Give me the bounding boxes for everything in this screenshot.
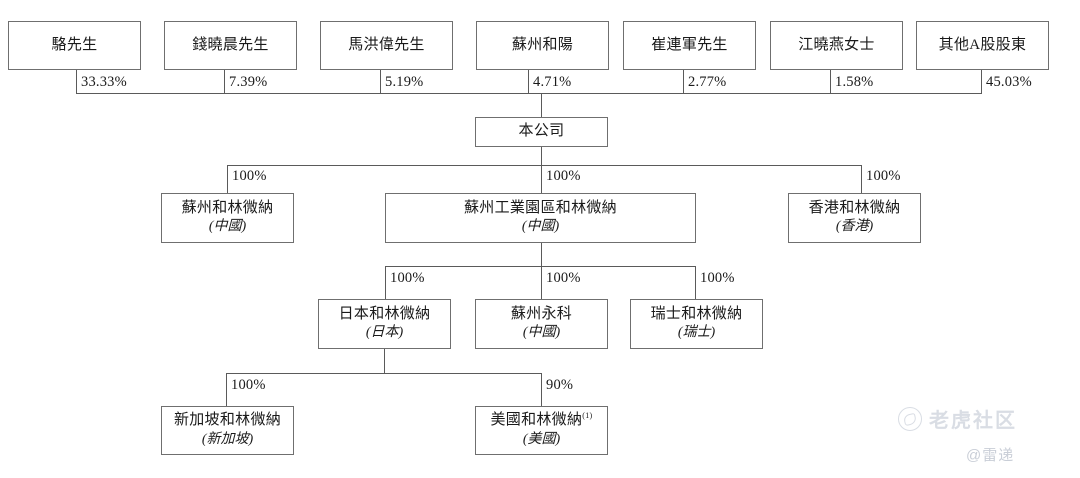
shareholder-box-1: 錢曉晨先生 (164, 21, 297, 70)
level2-name: 蘇州工業園區和林微納 (463, 199, 617, 216)
level3-bus-line (385, 266, 696, 267)
company-name: 本公司 (518, 123, 565, 140)
level3-name: 瑞士和林微納 (650, 305, 743, 322)
connector-company-to-level2-bus (541, 147, 542, 166)
company-box: 本公司 (475, 117, 608, 147)
level3-location: (中國) (522, 325, 561, 341)
shareholder-name: 江曉燕女士 (798, 36, 875, 53)
connector-shareholder-5 (830, 70, 831, 93)
level3-box-1: 蘇州永科 (中國) (475, 299, 608, 349)
connector-shareholder-0 (76, 70, 77, 93)
connector-level2b-to-level3-bus (541, 243, 542, 267)
level3-box-0: 日本和林微納 (日本) (318, 299, 451, 349)
percent-label-level3-0: 100% (390, 270, 425, 286)
percent-label-level3-2: 100% (700, 270, 735, 286)
percent-label-shareholder-2: 5.19% (385, 74, 424, 90)
level3-location: (日本) (365, 325, 404, 341)
connector-shareholder-3 (528, 70, 529, 93)
shareholder-box-6: 其他A股股東 (916, 21, 1049, 70)
level2-bus-line (227, 165, 862, 166)
level2-location: (中國) (521, 219, 560, 235)
level4-name-text: 美國和林微納 (490, 412, 583, 429)
connector-level4-1 (541, 373, 542, 406)
connector-level4-0 (226, 373, 227, 406)
shareholder-box-2: 馬洪偉先生 (320, 21, 453, 70)
percent-label-level4-1: 90% (546, 377, 574, 393)
percent-label-level2-2: 100% (866, 168, 901, 184)
percent-label-shareholder-0: 33.33% (81, 74, 127, 90)
shareholder-box-3: 蘇州和陽 (476, 21, 609, 70)
connector-level3a-to-level4-bus (384, 349, 385, 374)
percent-label-shareholder-3: 4.71% (533, 74, 572, 90)
footnote-marker: (1) (582, 411, 593, 421)
shareholder-box-4: 崔連軍先生 (623, 21, 756, 70)
level2-location: (中國) (208, 219, 247, 235)
level4-name: 新加坡和林微納 (174, 412, 281, 430)
level3-name: 日本和林微納 (338, 305, 431, 322)
percent-label-shareholder-1: 7.39% (229, 74, 268, 90)
shareholder-box-5: 江曉燕女士 (770, 21, 903, 70)
level4-bus-line (226, 373, 542, 374)
level2-location: (香港) (835, 219, 874, 235)
shareholder-name: 蘇州和陽 (511, 36, 574, 53)
level4-box-1: 美國和林微納(1) (美國) (475, 406, 608, 455)
level4-location: (美國) (522, 431, 561, 447)
percent-label-shareholder-4: 2.77% (688, 74, 727, 90)
level4-box-0: 新加坡和林微納 (新加坡) (161, 406, 294, 455)
level3-box-2: 瑞士和林微納 (瑞士) (630, 299, 763, 349)
connector-shareholder-4 (683, 70, 684, 93)
connector-shareholder-1 (224, 70, 225, 93)
connector-shareholder-6 (981, 70, 982, 93)
tiger-logo-icon (898, 406, 922, 431)
connector-level2-2 (861, 165, 862, 193)
level2-box-2: 香港和林微納 (香港) (788, 193, 921, 243)
shareholder-name: 崔連軍先生 (651, 36, 728, 53)
connector-level3-0 (385, 266, 386, 299)
level3-name: 蘇州永科 (510, 305, 573, 322)
level4-name-text: 新加坡和林微納 (173, 412, 282, 429)
shareholder-box-0: 駱先生 (8, 21, 141, 70)
connector-shareholder-2 (380, 70, 381, 93)
connector-bus-to-company (541, 93, 542, 117)
shareholder-name: 馬洪偉先生 (348, 36, 425, 53)
level3-location: (瑞士) (677, 325, 716, 341)
percent-label-level4-0: 100% (231, 377, 266, 393)
level2-name: 香港和林微納 (808, 199, 901, 216)
percent-label-shareholder-5: 1.58% (835, 74, 874, 90)
percent-label-level2-1: 100% (546, 168, 581, 184)
percent-label-level3-1: 100% (546, 270, 581, 286)
connector-level3-2 (695, 266, 696, 299)
level2-box-0: 蘇州和林微納 (中國) (161, 193, 294, 243)
level4-name: 美國和林微納(1) (490, 412, 592, 430)
watermark-secondary: @雷递 (966, 447, 1015, 464)
percent-label-shareholder-6: 45.03% (986, 74, 1032, 90)
level4-location: (新加坡) (201, 431, 254, 447)
connector-level3-1 (541, 266, 542, 299)
connector-level2-1 (541, 165, 542, 193)
connector-level2-0 (227, 165, 228, 193)
shareholder-bus-line (76, 93, 982, 94)
watermark-primary-text: 老虎社区 (929, 410, 1017, 432)
shareholder-name: 駱先生 (51, 36, 98, 53)
shareholder-name: 其他A股股東 (938, 36, 1027, 53)
level2-box-1: 蘇州工業園區和林微納 (中國) (385, 193, 696, 243)
shareholder-name: 錢曉晨先生 (192, 36, 269, 53)
level2-name: 蘇州和林微納 (181, 199, 274, 216)
watermark-primary: 老虎社区 (898, 404, 1017, 433)
percent-label-level2-0: 100% (232, 168, 267, 184)
